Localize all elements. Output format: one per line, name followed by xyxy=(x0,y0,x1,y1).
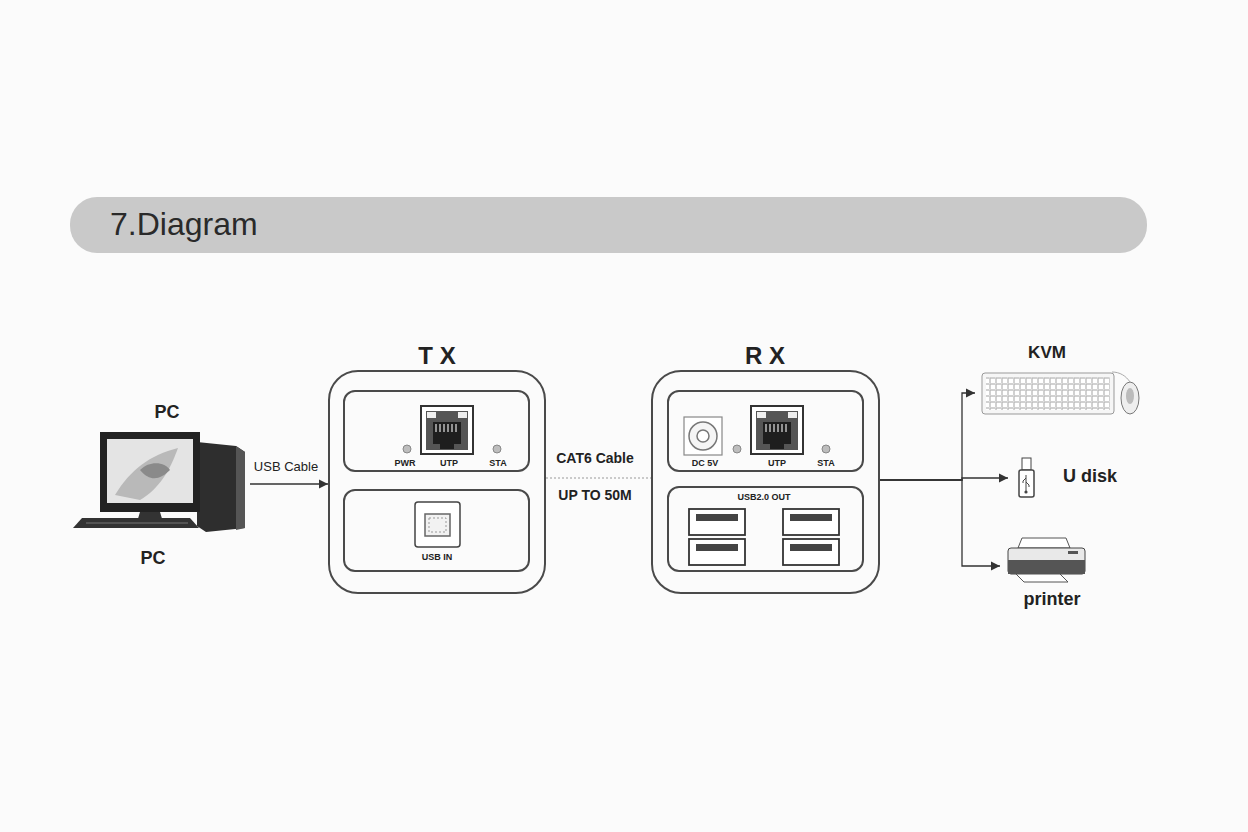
usb-a-ports xyxy=(689,509,839,565)
node-label: PC xyxy=(154,403,179,423)
node-label: PC xyxy=(140,549,165,569)
node-label: U disk xyxy=(1063,467,1117,487)
port-label: DC 5V xyxy=(692,459,719,469)
node-label: printer xyxy=(1023,590,1080,610)
cable-label: CAT6 Cable xyxy=(553,450,637,466)
led xyxy=(733,445,741,453)
port-label: UTP xyxy=(440,459,458,469)
port-panel: USB2.0 OUT xyxy=(667,486,864,572)
cable-line xyxy=(250,483,328,484)
port-panel: PWR UTP STA xyxy=(343,390,530,472)
usb-a-tongues xyxy=(696,514,832,551)
cat6-cable xyxy=(546,478,651,479)
transmitter-box: T XPWRUTPSTAUSB IN xyxy=(328,370,546,594)
rj45-port xyxy=(751,406,803,454)
printer-illustration xyxy=(1008,538,1085,582)
device-node: printer xyxy=(1000,533,1100,613)
port-label: PWR xyxy=(395,459,416,469)
pc-illustration xyxy=(73,432,245,532)
section-title: 7.Diagram xyxy=(110,206,258,243)
pc-node: PC PC xyxy=(75,398,250,576)
usb-b-port xyxy=(415,502,460,547)
keyboard-mouse xyxy=(982,372,1139,414)
port-panel: USB IN xyxy=(343,489,530,572)
node-label: T X xyxy=(418,343,455,369)
cable-label: USB Cable xyxy=(251,460,321,475)
port-label: STA xyxy=(817,459,834,469)
port-label: UTP xyxy=(768,459,786,469)
usb-stick xyxy=(1019,458,1034,497)
node-label: USB2.0 OUT xyxy=(737,493,790,503)
receiver-box: R XDC 5VUTPSTAUSB2.0 OUT xyxy=(651,370,880,594)
led xyxy=(493,445,501,453)
device-node: KVM xyxy=(975,338,1147,418)
cable-line xyxy=(880,480,1000,566)
rj45-port xyxy=(421,406,473,454)
node-label: KVM xyxy=(1028,344,1066,363)
led xyxy=(403,445,411,453)
cable-line xyxy=(880,393,975,480)
node-label: R X xyxy=(745,343,785,369)
led xyxy=(822,445,830,453)
distance-note: UP TO 50M xyxy=(555,487,634,503)
port-panel: DC 5V UTP STA xyxy=(667,390,864,472)
device-node: U disk xyxy=(1008,455,1126,500)
port-label: STA xyxy=(489,459,506,469)
node-label: USB IN xyxy=(422,553,453,563)
dc-jack xyxy=(684,417,722,455)
title-band xyxy=(70,197,1147,253)
